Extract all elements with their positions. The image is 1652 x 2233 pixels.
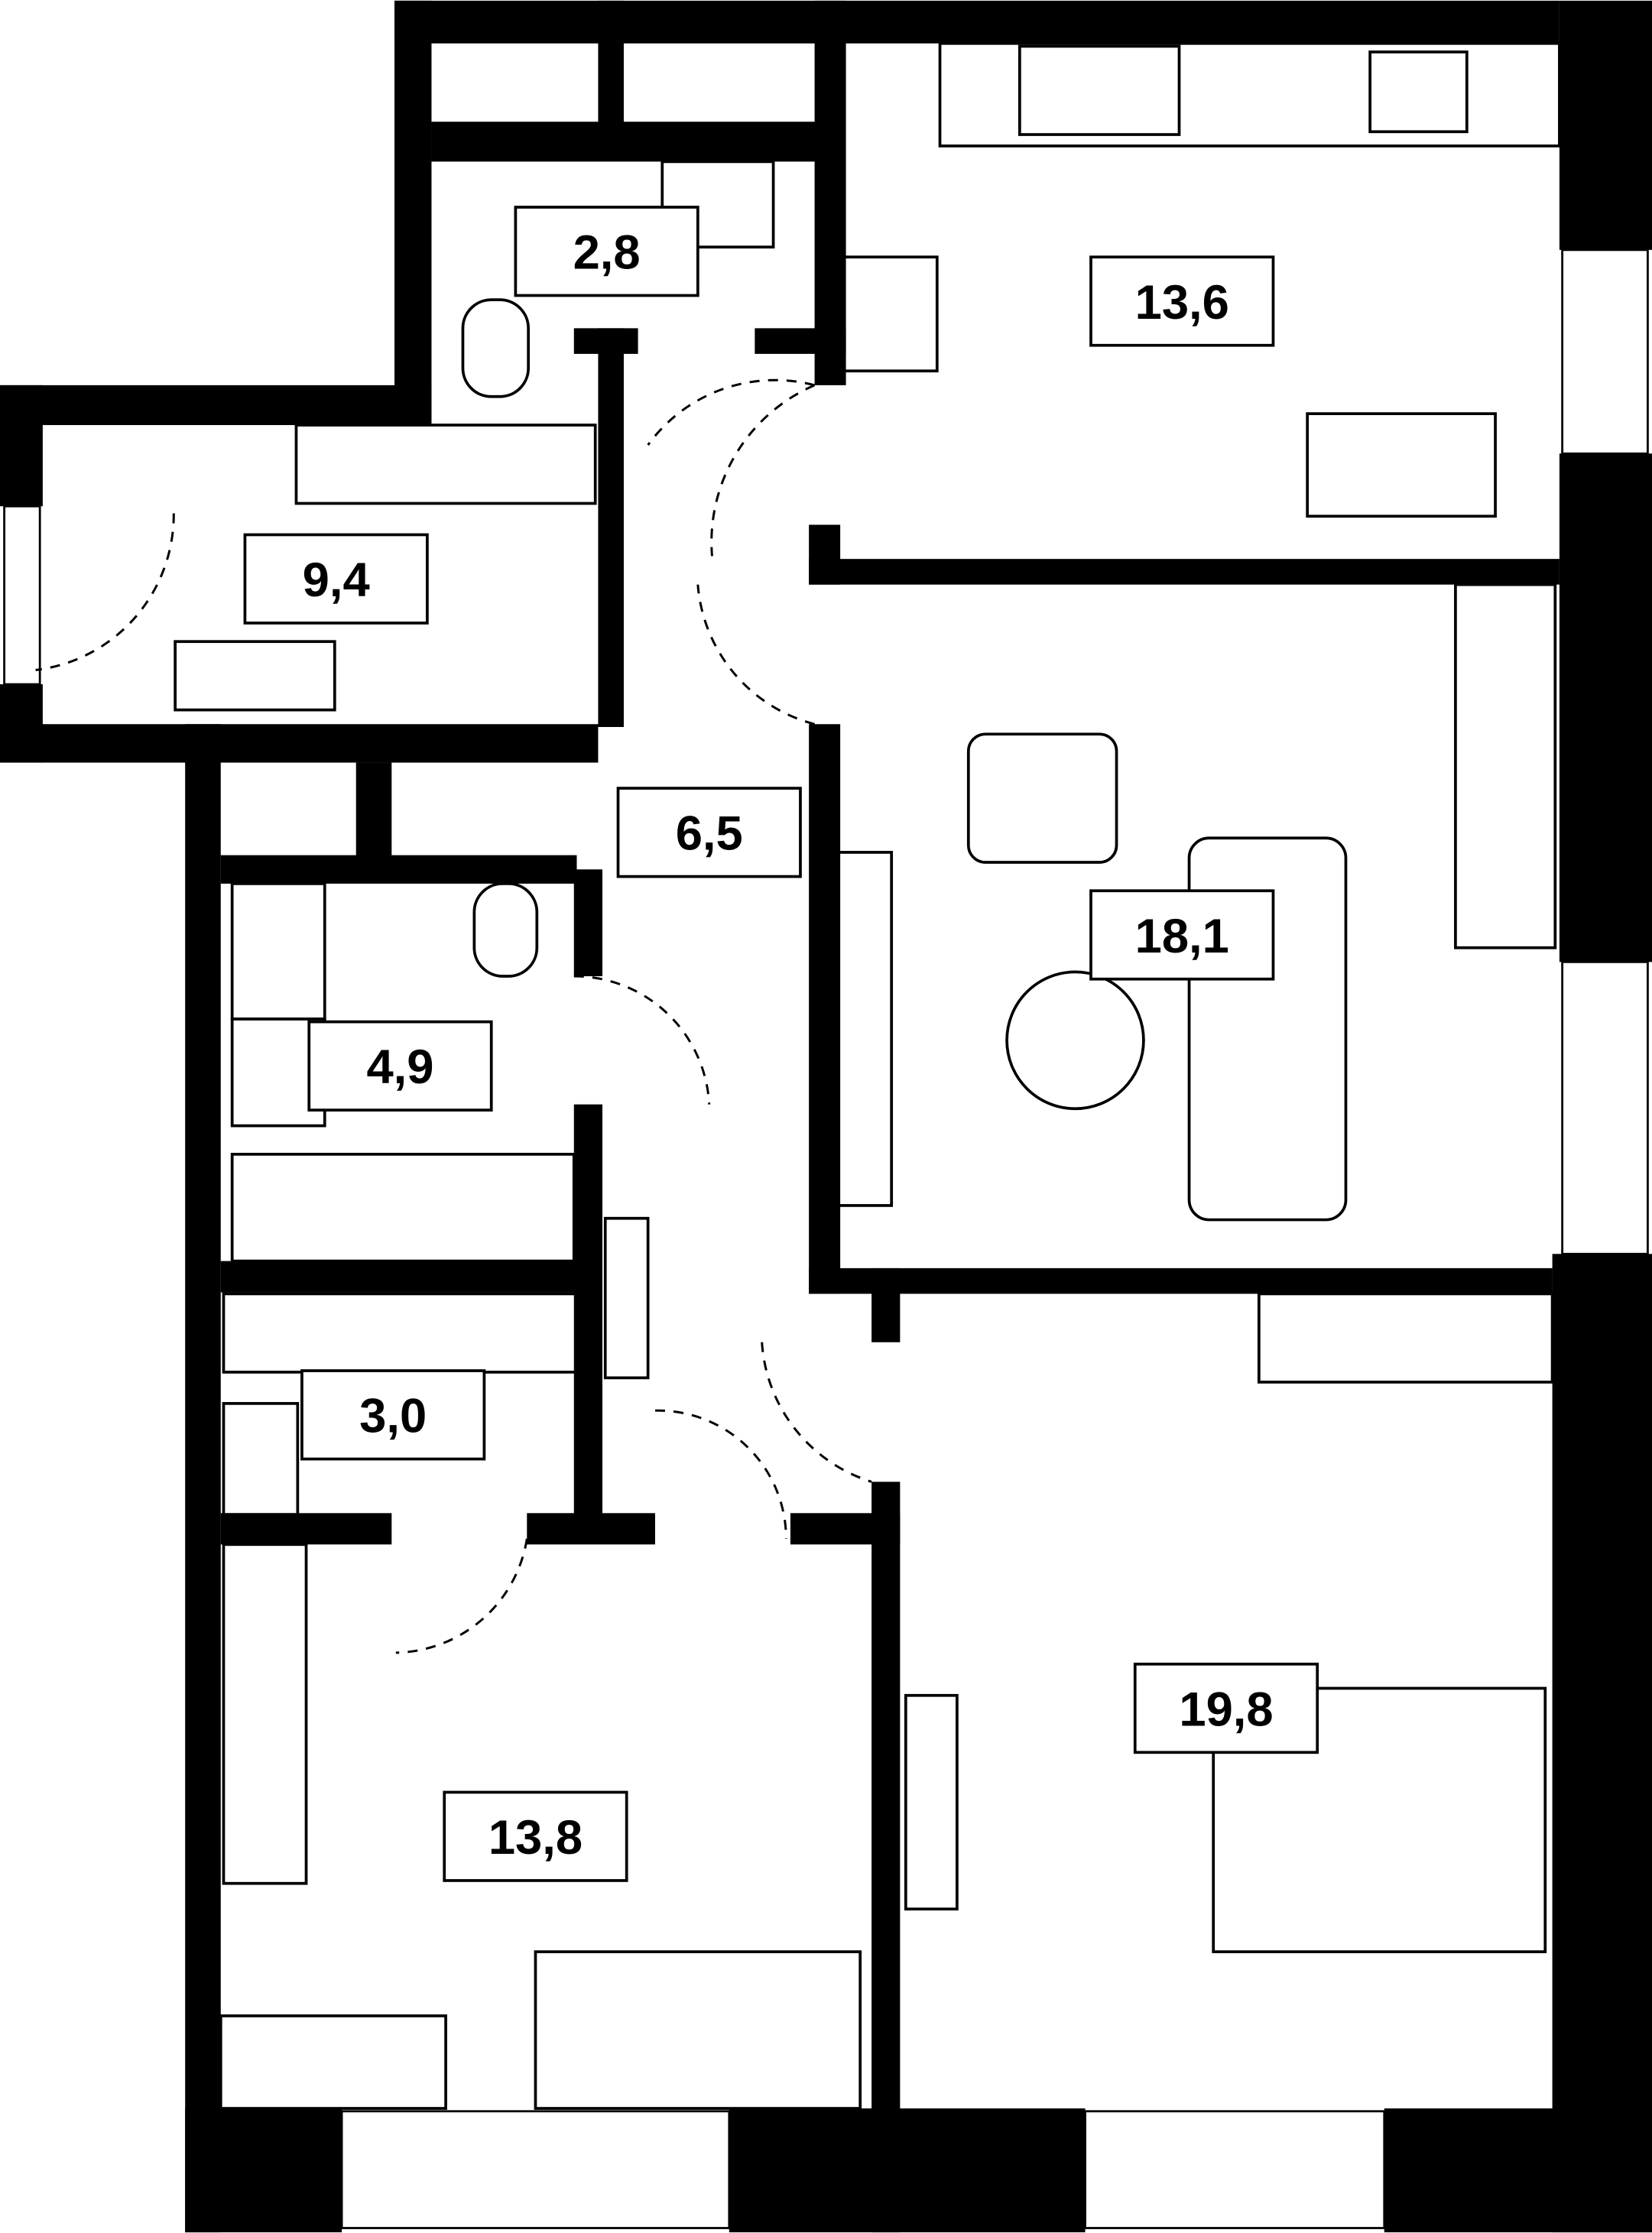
doors: [35, 378, 872, 1654]
room-label-bedroom-master: 19,8: [1133, 1662, 1319, 1754]
room-label-corridor: 6,5: [616, 787, 802, 878]
room-label-wardrobe: 3,0: [300, 1369, 486, 1461]
sink-icon: [1017, 44, 1181, 136]
tv-icon: [836, 851, 894, 1207]
room-label-bathroom: 4,9: [307, 1020, 493, 1112]
sink-icon: [660, 160, 775, 249]
svg-text:18,1: 18,1: [1135, 910, 1229, 963]
radiator-icon: [603, 1216, 650, 1380]
room-labels: 2,8 13,6 9,4 6,5 18,1 4,9 3,0 13,8 19,8: [243, 206, 1319, 1882]
sofa-icon: [1187, 836, 1348, 1222]
hall-wardrobe-icon: [294, 424, 597, 505]
furniture: [174, 41, 1561, 2110]
svg-text:6,5: 6,5: [676, 807, 743, 861]
toilet-icon: [472, 882, 539, 978]
room-label-living-room: 18,1: [1089, 889, 1275, 981]
dining-table-icon: [1306, 412, 1497, 518]
room-label-kitchen: 13,6: [1089, 255, 1275, 347]
armchair-icon: [966, 732, 1118, 864]
stove-icon: [1368, 50, 1469, 134]
coffee-table-icon: [1005, 970, 1145, 1111]
desk-icon: [219, 2014, 447, 2110]
closet-icon: [222, 1292, 579, 1374]
svg-text:9,4: 9,4: [303, 553, 370, 607]
small-wardrobe-icon: [222, 1543, 308, 1885]
single-bed-icon: [534, 1950, 862, 2110]
toilet-icon: [461, 298, 531, 398]
svg-text:13,8: 13,8: [488, 1811, 583, 1865]
room-label-hall: 9,4: [243, 533, 429, 625]
closet-icon: [222, 1402, 300, 1517]
tv-icon: [904, 1693, 959, 1911]
svg-text:2,8: 2,8: [573, 226, 641, 280]
console-icon: [174, 640, 336, 712]
svg-text:4,9: 4,9: [366, 1040, 433, 1094]
fridge-icon: [839, 255, 939, 373]
svg-text:13,6: 13,6: [1135, 276, 1229, 329]
room-label-bedroom-small: 13,8: [443, 1790, 628, 1882]
double-bed-icon: [1212, 1686, 1547, 1953]
svg-text:3,0: 3,0: [359, 1390, 427, 1443]
windows: [3, 248, 1649, 2229]
room-label-wc: 2,8: [514, 206, 699, 297]
svg-text:19,8: 19,8: [1179, 1683, 1273, 1736]
washer-icon: [230, 882, 326, 1021]
bedroom-wardrobe-icon: [1257, 1292, 1554, 1384]
bathtub-icon: [230, 1153, 576, 1263]
living-wardrobe-icon: [1454, 583, 1557, 949]
